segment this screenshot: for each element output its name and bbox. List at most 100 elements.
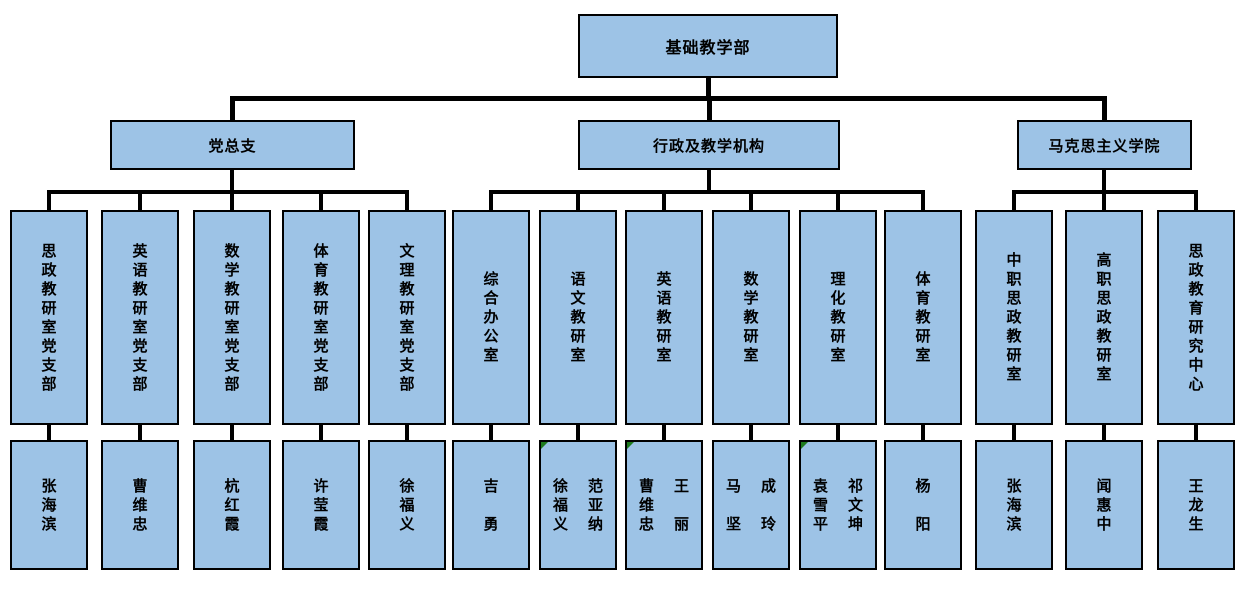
vertical-text: 数学教研室 <box>743 270 759 364</box>
root-box: 基础教学部 <box>578 14 838 78</box>
connector-line <box>836 194 840 210</box>
connector-line <box>921 194 925 210</box>
vertical-text: 理化教研室 <box>830 270 846 364</box>
dept-box: 数学教研室党支部 <box>193 210 271 425</box>
name-box: 杨阳 <box>884 440 962 570</box>
vertical-text: 马坚 <box>725 476 741 533</box>
connector-line <box>319 425 323 440</box>
name-box: 吉勇 <box>452 440 530 570</box>
comment-marker-icon <box>541 442 548 449</box>
name-box: 袁雪平祁文坤 <box>799 440 877 570</box>
connector-line <box>662 194 666 210</box>
name-box: 王龙生 <box>1157 440 1235 570</box>
connector-line <box>405 425 409 440</box>
connector-line <box>707 101 712 120</box>
vertical-text: 徐福义 <box>552 476 568 533</box>
connector-line <box>1012 194 1016 210</box>
connector-line <box>319 194 323 210</box>
vertical-text: 语文教研室 <box>570 270 586 364</box>
vertical-text: 曹维忠 <box>638 476 654 533</box>
connector-line <box>1102 170 1106 190</box>
vertical-text: 体育教研室党支部 <box>313 241 329 393</box>
vertical-text: 范亚纳 <box>587 476 603 533</box>
name-box: 张海滨 <box>975 440 1053 570</box>
vertical-text: 徐福义 <box>399 476 415 533</box>
group-box-party-general-branch: 党总支 <box>110 120 355 170</box>
dept-box: 语文教研室 <box>539 210 617 425</box>
name-box: 徐福义 <box>368 440 446 570</box>
name-box: 徐福义 范亚纳 <box>539 440 617 570</box>
vertical-text: 文理教研室党支部 <box>399 241 415 393</box>
name-box: 许莹霞 <box>282 440 360 570</box>
connector-line <box>749 194 753 210</box>
connector-line <box>1102 425 1106 440</box>
connector-line <box>489 194 493 210</box>
dept-box: 体育教研室 <box>884 210 962 425</box>
vertical-text: 数学教研室党支部 <box>224 241 240 393</box>
comment-marker-icon <box>627 442 634 449</box>
name-box: 闻惠中 <box>1065 440 1143 570</box>
dept-box: 英语教研室党支部 <box>101 210 179 425</box>
dept-box: 思政教研室党支部 <box>10 210 88 425</box>
name-box: 马坚成玲 <box>712 440 790 570</box>
vertical-text: 吉勇 <box>483 476 499 533</box>
connector-line <box>489 190 925 194</box>
dept-box: 综合办公室 <box>452 210 530 425</box>
connector-line <box>749 425 753 440</box>
vertical-text: 闻惠中 <box>1096 476 1112 533</box>
vertical-text: 成玲 <box>760 476 776 533</box>
connector-line <box>47 194 51 210</box>
connector-line <box>576 194 580 210</box>
vertical-text: 王丽 <box>673 476 689 533</box>
connector-line <box>1012 425 1016 440</box>
name-box: 曹维忠 <box>101 440 179 570</box>
name-box: 杭红霞 <box>193 440 271 570</box>
vertical-text: 张海滨 <box>1006 476 1022 533</box>
vertical-text: 中职思政教研室 <box>1006 251 1022 383</box>
vertical-text: 曹维忠 <box>132 476 148 533</box>
connector-line <box>1102 194 1106 210</box>
connector-line <box>1012 190 1198 194</box>
connector-line <box>230 425 234 440</box>
dept-box: 英语教研室 <box>625 210 703 425</box>
dept-box: 思政教育研究中心 <box>1157 210 1235 425</box>
dept-box: 中职思政教研室 <box>975 210 1053 425</box>
connector-line <box>1102 101 1107 120</box>
connector-line <box>47 425 51 440</box>
vertical-text: 思政教研室党支部 <box>41 241 57 393</box>
connector-line <box>576 425 580 440</box>
connector-line <box>230 101 235 120</box>
vertical-text: 高职思政教研室 <box>1096 251 1112 383</box>
connector-line <box>230 194 234 210</box>
connector-line <box>138 194 142 210</box>
comment-marker-icon <box>801 442 808 449</box>
connector-line <box>405 194 409 210</box>
connector-line <box>921 425 925 440</box>
dept-box: 数学教研室 <box>712 210 790 425</box>
connector-line <box>230 170 234 190</box>
name-box: 张海滨 <box>10 440 88 570</box>
connector-line <box>47 190 409 194</box>
connector-line <box>662 425 666 440</box>
dept-box: 体育教研室党支部 <box>282 210 360 425</box>
connector-line <box>489 425 493 440</box>
vertical-text: 张海滨 <box>41 476 57 533</box>
dept-box: 文理教研室党支部 <box>368 210 446 425</box>
vertical-text: 杨阳 <box>915 476 931 533</box>
group-box-marxism-school: 马克思主义学院 <box>1017 120 1192 170</box>
connector-line <box>1194 194 1198 210</box>
vertical-text: 袁雪平 <box>812 476 828 533</box>
vertical-text: 许莹霞 <box>313 476 329 533</box>
connector-line <box>706 78 711 96</box>
connector-line <box>836 425 840 440</box>
vertical-text: 杭红霞 <box>224 476 240 533</box>
connector-line <box>230 96 1107 101</box>
connector-line <box>1194 425 1198 440</box>
dept-box: 高职思政教研室 <box>1065 210 1143 425</box>
name-box: 曹维忠 王丽 <box>625 440 703 570</box>
group-box-admin-and-teaching: 行政及教学机构 <box>578 120 840 170</box>
vertical-text: 王龙生 <box>1188 476 1204 533</box>
dept-box: 理化教研室 <box>799 210 877 425</box>
vertical-text: 思政教育研究中心 <box>1188 241 1204 393</box>
